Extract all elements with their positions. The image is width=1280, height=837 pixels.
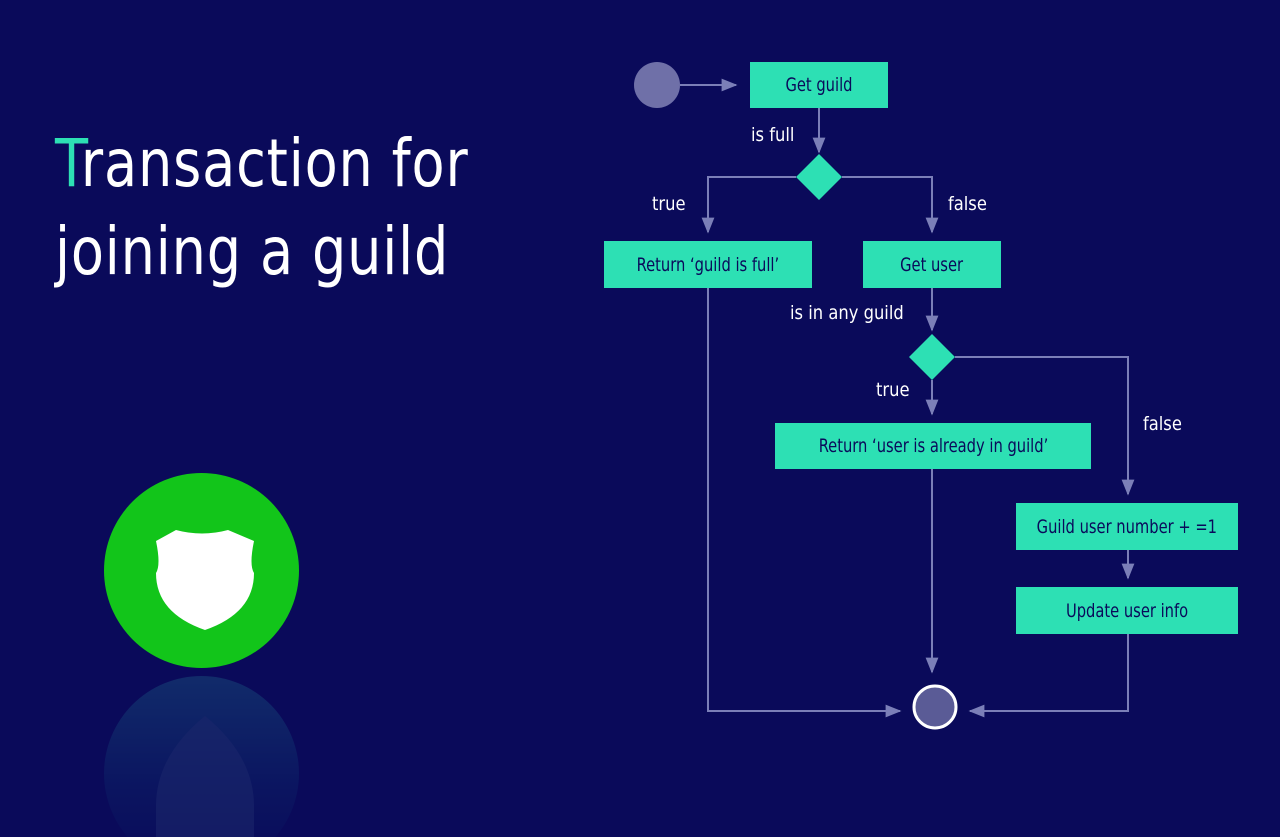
- reflection-disc: [104, 676, 299, 837]
- node-increment-user-number: Guild user number + =1: [1016, 503, 1238, 550]
- title-line2: joining a guild: [55, 213, 450, 290]
- node-update-user-info: Update user info: [1016, 587, 1238, 634]
- label-true-1: true: [652, 193, 691, 215]
- connector-decision2-false: [955, 356, 1135, 496]
- node-update-user-info-label: Update user info: [1065, 599, 1189, 622]
- label-true-2: true: [876, 379, 915, 401]
- label-true-1-text: true: [652, 193, 686, 215]
- start-node: [634, 62, 680, 108]
- node-get-user: Get user: [863, 241, 1001, 288]
- page-title: Transaction for joining a guild: [55, 120, 481, 296]
- node-get-guild: Get guild: [750, 62, 888, 108]
- end-node: [912, 684, 958, 730]
- connector-decision1-false: [842, 176, 939, 234]
- label-false-2-text: false: [1143, 413, 1182, 435]
- title-accent-letter: T: [55, 125, 81, 202]
- decision-is-full: [796, 154, 842, 200]
- title-line1: ransaction for: [80, 125, 469, 202]
- guild-badge-reflection: [104, 676, 299, 837]
- guild-badge: [104, 473, 299, 668]
- connector-decision1-true: [701, 176, 796, 234]
- label-is-full-text: is full: [751, 124, 795, 146]
- label-is-in-any-guild: is in any guild: [790, 302, 922, 324]
- decision-is-in-any-guild: [909, 334, 955, 380]
- node-return-guild-full: Return ‘guild is full’: [604, 241, 812, 288]
- connector-full-to-end: [707, 288, 902, 718]
- node-get-guild-label: Get guild: [785, 74, 853, 96]
- label-false-1-text: false: [948, 193, 987, 215]
- label-false-2: false: [1143, 413, 1188, 435]
- node-return-user-in-guild: Return ‘user is already in guild’: [775, 423, 1091, 469]
- label-true-2-text: true: [876, 379, 910, 401]
- node-increment-user-number-label: Guild user number + =1: [1036, 515, 1218, 538]
- label-is-full: is full: [751, 124, 802, 146]
- node-return-guild-full-label: Return ‘guild is full’: [636, 253, 780, 276]
- label-false-1: false: [948, 193, 993, 215]
- node-return-user-in-guild-label: Return ‘user is already in guild’: [818, 435, 1048, 457]
- shield-icon: [156, 530, 254, 630]
- label-is-in-any-guild-text: is in any guild: [790, 302, 904, 324]
- connector-update-to-end: [968, 634, 1129, 718]
- node-get-user-label: Get user: [900, 253, 964, 276]
- shield-reflection-icon: [156, 716, 254, 837]
